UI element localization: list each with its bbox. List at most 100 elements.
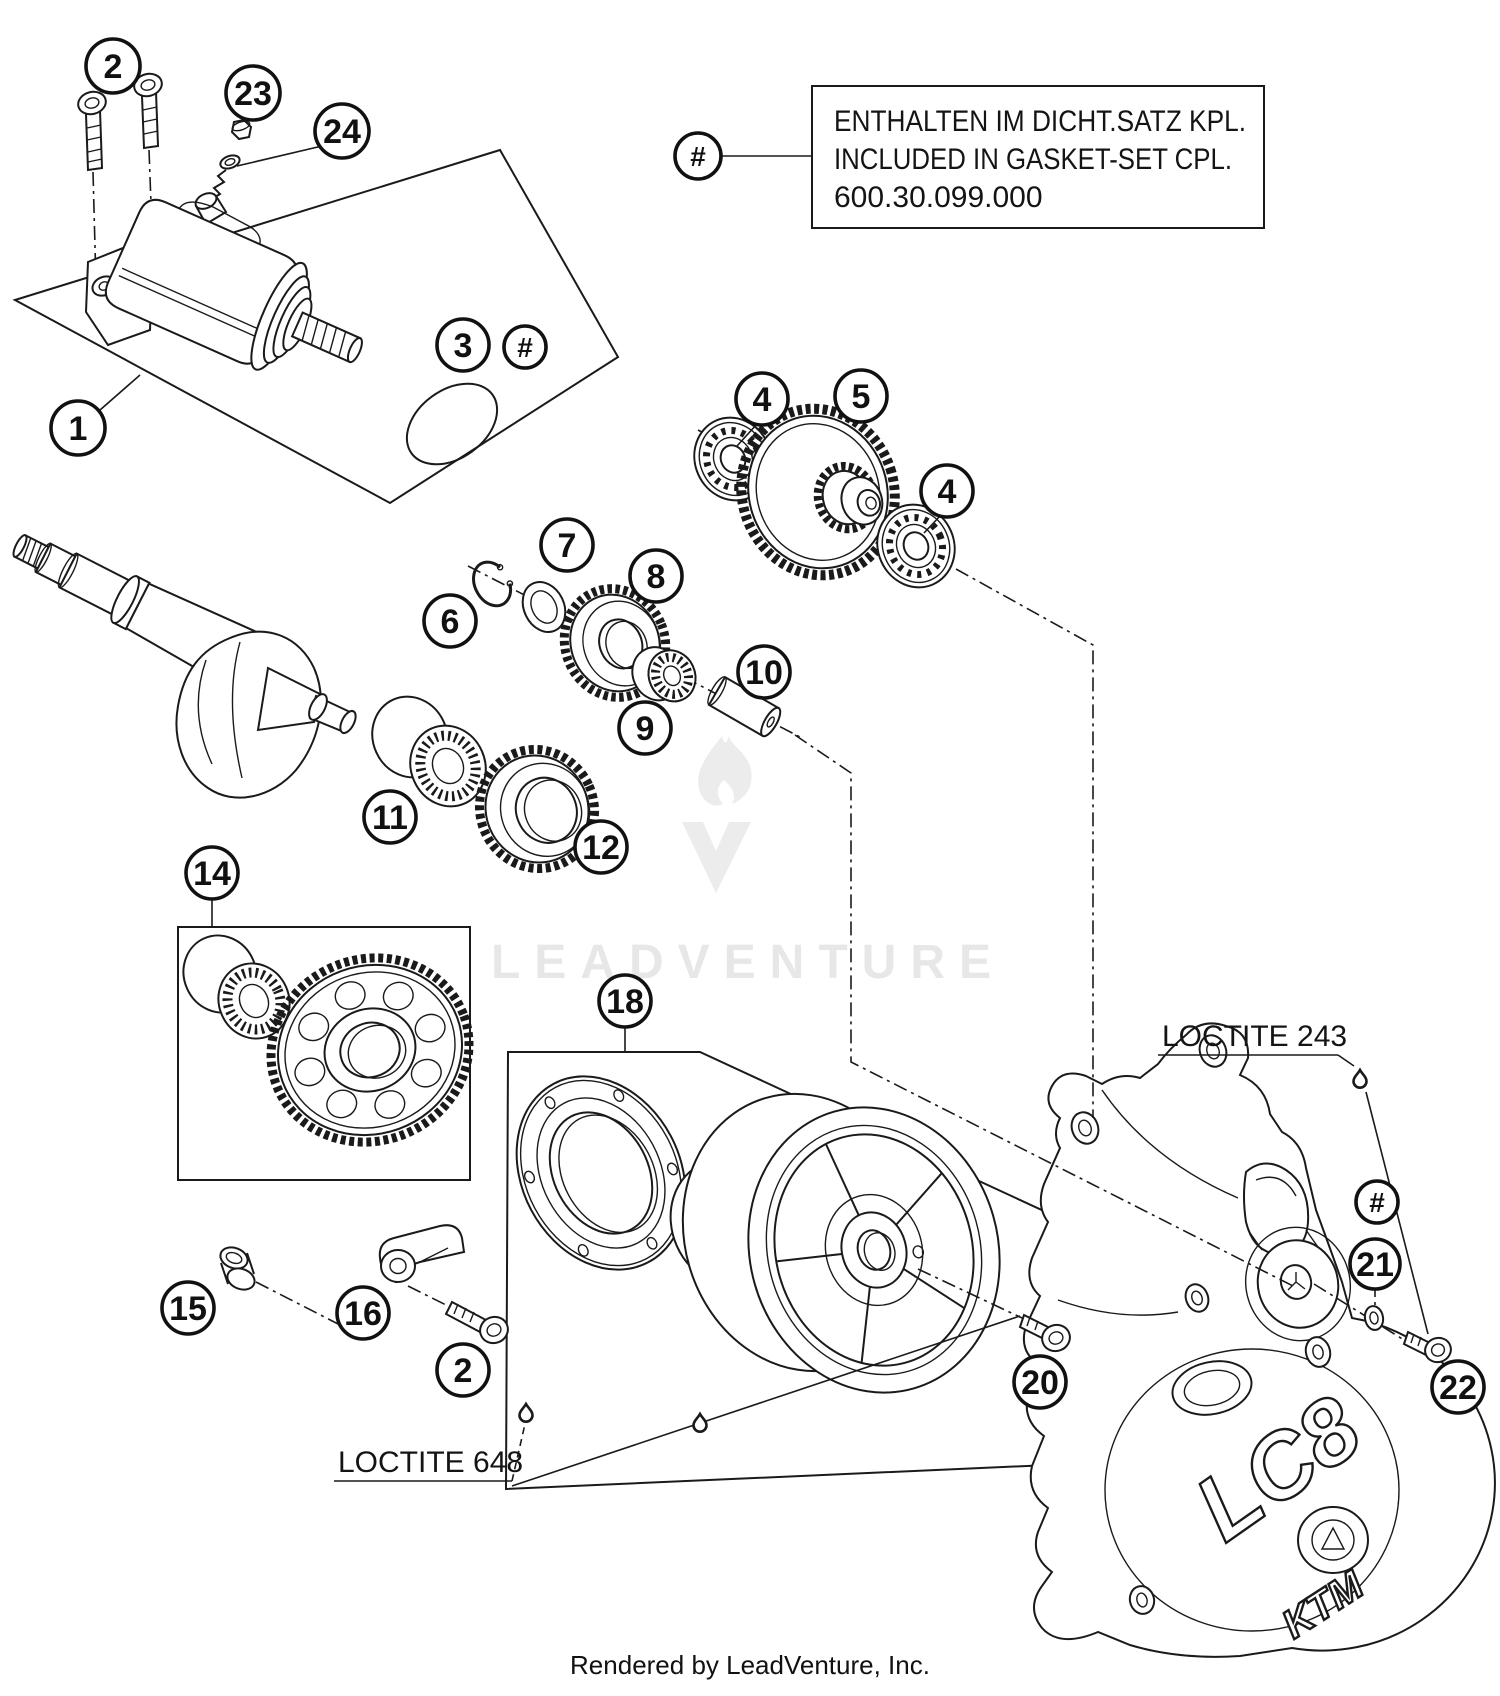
callout-9: 9 xyxy=(617,700,673,756)
callout-15: 15 xyxy=(160,1280,216,1336)
svg-text:2: 2 xyxy=(454,1352,473,1390)
callout-22: 22 xyxy=(1430,1359,1486,1415)
v-logo-icon xyxy=(682,822,751,893)
ignition-cover: LC8 KTM xyxy=(1022,1022,1496,1658)
render-credit: Rendered by LeadVenture, Inc. xyxy=(570,1650,930,1680)
leader-line xyxy=(99,374,141,411)
lever-bolt xyxy=(444,1300,509,1345)
ball-bearing xyxy=(876,503,956,589)
cover-bolt xyxy=(1402,1330,1452,1364)
callout-8: 8 xyxy=(628,548,684,604)
bushing-pin xyxy=(707,675,782,738)
callout-5: 5 xyxy=(833,368,889,424)
loctite-drop-icon xyxy=(518,1401,534,1423)
svg-text:4: 4 xyxy=(753,381,772,419)
starter-o-ring xyxy=(405,382,499,466)
svg-text:18: 18 xyxy=(606,983,644,1021)
cover-bolt-washer xyxy=(1363,1305,1385,1331)
needle-bushing xyxy=(371,695,487,808)
svg-text:5: 5 xyxy=(852,378,871,416)
assembly-axis-line xyxy=(794,734,1296,1288)
flame-icon xyxy=(698,736,752,806)
circlip xyxy=(472,560,514,608)
callout-20: 20 xyxy=(1012,1354,1068,1410)
svg-text:22: 22 xyxy=(1439,1369,1477,1407)
counterweight xyxy=(175,630,322,799)
svg-text:1: 1 xyxy=(69,410,88,448)
callout-12: 12 xyxy=(573,819,629,875)
gasket-note-box: # ENTHALTEN IM DICHT.SATZ KPL. INCLUDED … xyxy=(673,85,1265,229)
loctite-drop-icon xyxy=(692,1411,708,1433)
leader-line xyxy=(923,514,942,534)
gasket-note-line2: INCLUDED IN GASKET-SET CPL. xyxy=(834,143,1232,176)
svg-text:#: # xyxy=(690,141,706,172)
svg-text:12: 12 xyxy=(582,829,620,867)
svg-text:7: 7 xyxy=(558,527,577,565)
callout-4a: 4 xyxy=(734,371,790,427)
freewheel-gear-kit xyxy=(182,934,474,1147)
svg-text:8: 8 xyxy=(647,558,666,596)
shim-washer xyxy=(521,581,567,633)
starter-kit-panel xyxy=(12,148,620,505)
callout-16: 16 xyxy=(335,1285,391,1341)
leader-line xyxy=(236,145,323,167)
terminal-washer xyxy=(219,154,241,170)
starter-mount-bolts xyxy=(77,72,163,172)
callout-3: 3 xyxy=(435,317,491,373)
svg-text:#: # xyxy=(517,332,533,363)
torque-limiter-lever xyxy=(378,1224,466,1284)
svg-text:#: # xyxy=(1369,1187,1385,1218)
callout-18: 18 xyxy=(597,973,653,1029)
callout-11: 11 xyxy=(362,789,418,845)
svg-text:20: 20 xyxy=(1021,1364,1059,1402)
callout-2b: 2 xyxy=(435,1342,491,1398)
starter-idler-gear xyxy=(736,403,900,581)
drive-gear xyxy=(474,744,600,874)
balancer-shaft xyxy=(12,533,357,799)
loctite-243-note: LOCTITE 243 xyxy=(1158,1020,1429,1335)
svg-text:4: 4 xyxy=(938,473,957,511)
lever-bolt-axis-line xyxy=(407,1285,453,1309)
flywheel-bolt xyxy=(1018,1313,1071,1353)
loctite-648-label: LOCTITE 648 xyxy=(338,1446,523,1479)
assembly-axis-line xyxy=(955,568,1094,1118)
callout-4b: 4 xyxy=(919,463,975,519)
svg-text:6: 6 xyxy=(441,603,460,641)
callout-hash-note xyxy=(673,131,723,181)
svg-text:9: 9 xyxy=(636,710,655,748)
leadventure-watermark: LEADVENTURE xyxy=(491,736,1005,989)
callout-7: 7 xyxy=(539,517,595,573)
svg-text:15: 15 xyxy=(169,1290,207,1328)
watermark-text: LEADVENTURE xyxy=(491,936,1005,989)
callout-2: 2 xyxy=(84,37,142,95)
cover-emblem xyxy=(1297,1506,1369,1574)
loctite-drop-icon xyxy=(1352,1067,1368,1089)
starter-motor xyxy=(84,118,363,371)
needle-bearing xyxy=(631,646,697,703)
flywheel-rotor xyxy=(681,1092,1001,1394)
callout-23: 23 xyxy=(224,64,282,122)
freewheel-flange xyxy=(515,1075,687,1271)
loctite-243-label: LOCTITE 243 xyxy=(1162,1020,1347,1053)
svg-text:11: 11 xyxy=(372,799,408,837)
callout-24: 24 xyxy=(313,102,371,160)
svg-text:16: 16 xyxy=(344,1295,382,1333)
callout-1: 1 xyxy=(49,399,107,457)
plug-bushing xyxy=(219,1246,256,1291)
gasket-note-line1: ENTHALTEN IM DICHT.SATZ KPL. xyxy=(834,105,1246,138)
loctite-648-note: LOCTITE 648 xyxy=(334,1315,1021,1487)
svg-text:3: 3 xyxy=(454,327,473,365)
svg-text:21: 21 xyxy=(1356,1246,1394,1284)
svg-text:14: 14 xyxy=(193,855,231,893)
callout-14: 14 xyxy=(184,845,240,901)
plug-axis-line xyxy=(255,1281,343,1327)
flywheel-bolt-axis xyxy=(917,1268,1023,1319)
leader-line xyxy=(736,423,758,447)
svg-text:10: 10 xyxy=(745,654,783,692)
callout-6: 6 xyxy=(422,593,478,649)
svg-text:23: 23 xyxy=(234,75,272,113)
callout-hash-oring: # xyxy=(502,324,548,370)
svg-text:24: 24 xyxy=(323,113,361,151)
